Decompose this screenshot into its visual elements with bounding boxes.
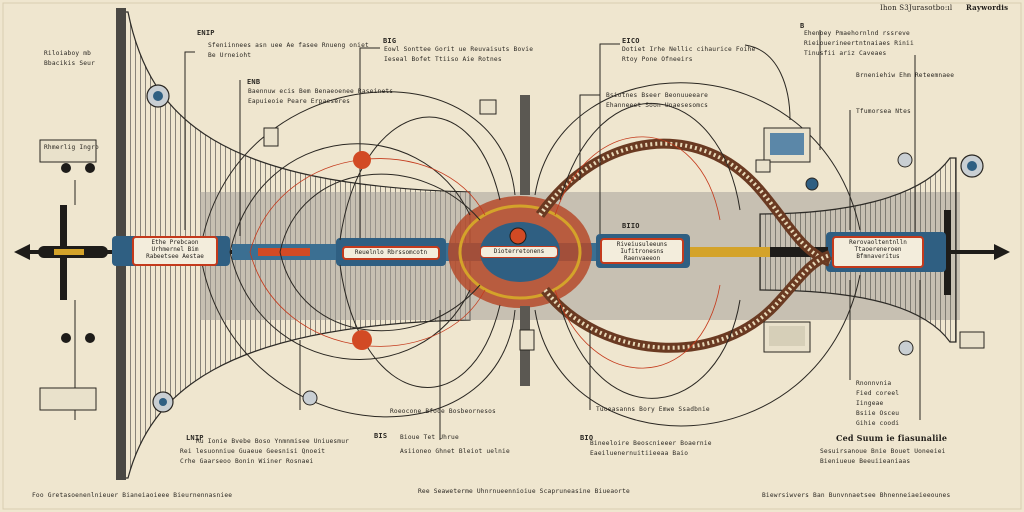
header-title: Ihon S3Jurasotbo:ıl [880, 4, 953, 12]
stem-top [520, 95, 530, 195]
pill-1: Ethe Prebcaon Urhmernel Bim Rabeetsee Ae… [132, 236, 218, 266]
tag-6: LNIP [186, 434, 204, 442]
small-boxes [39, 99, 985, 411]
pill-4: Riveiusuleeuns Iufitronesns Raenvaeeon [600, 238, 684, 264]
mid-label-2: Eapuieoie Peare Erpaeseres [248, 98, 351, 105]
top-block-3-line-2: Rtoy Pone Ofneeirs [622, 56, 693, 63]
tag-1: ENIP [197, 29, 215, 37]
arrow-left [14, 244, 30, 260]
pill-5: Rerovaoltentnlln Ttaoereneroen Bfmnaveri… [832, 236, 924, 268]
bottom-mid-line-2: Bineeloire Beoscnieeer Boaernie [590, 440, 712, 447]
tag-2: BIG [383, 37, 397, 45]
mid-label-1: Baennuw ecis Bem Benaeoenee Raseinets [248, 88, 394, 95]
black-rod [770, 247, 828, 257]
footer-right: Biewrsiwvers Ban Bunvnnaetsee Bhnenneiae… [762, 492, 951, 499]
bottom-center-line-2: Bioue Tet Uhrue [400, 434, 459, 441]
mid-label-3: Bsiotnes Bseer Beonuueeare [606, 92, 709, 99]
footer-center: Ree Seaweterme Uhnrnueennioiue Scaprunea… [418, 488, 630, 495]
bottom-left-line-1: Ru Ionie Bvebe Boso Ynmnmisee Uniuesmur [196, 438, 350, 445]
top-right-block-line-1: Ehenoey Pmaehornlnd rssreve [804, 30, 910, 37]
gauges [61, 84, 984, 413]
list-item-2: Fied coreel [856, 390, 900, 397]
header-subtitle: Raywordis [966, 3, 1009, 12]
bottom-center-line-1: Roeocone Bfooe Bosbeornesos [390, 408, 496, 415]
mid-label-5: Brneniehiw Ehm Reteemnaee [856, 72, 955, 79]
mid-label-6: Tfumorsea Ntes [856, 108, 911, 115]
top-right-block-line-2: Rieiouerineertntnaiaes Rinii [804, 40, 914, 47]
gold-rod [690, 247, 770, 257]
list-item-1: Rnonnvnia [856, 380, 892, 387]
coil-track-bottom-ties [543, 253, 831, 350]
top-block-1-line-1: Sfeniinnees asn uee Ae fasee Rnueng onie… [208, 42, 369, 49]
bottom-mid-line-1: Tuoeasanns Bory Emwe Ssadbnie [596, 406, 710, 413]
top-block-1-line-2: Be Urneioht [208, 52, 252, 59]
top-block-3-line-1: Dotiet Irhe Nellic cihaurice Foihe [622, 46, 756, 53]
bottom-right-line-1: Sesuirsanoue Bnie Bouet Uoneeiei [820, 448, 946, 455]
top-block-2-line-1: Eowl Sonttee Gorit ue Reuvaisuts Bovie [384, 46, 534, 53]
bottom-left-line-2: Rei lesuonniue Guaeue Geesnisi Qnoeit [180, 448, 326, 455]
hub-ring [458, 204, 582, 300]
list-item-3: Iingeae [856, 400, 884, 407]
top-block-2-line-2: Ieseal Bofet Ttiiso Aie Rotnes [384, 56, 502, 63]
tag-8: BIO [580, 434, 594, 442]
bottom-right-line-2: Bieniueue Beeuiieaniaas [820, 458, 911, 465]
pill-2: Reuelnlo Rbrssomcotn [342, 246, 440, 260]
bottom-center-line-3: Asiioneo Ghnet Bleiot uelnie [400, 448, 510, 455]
monitor-screen-2 [769, 326, 805, 346]
right-cross-post [944, 210, 951, 295]
arrow-right [994, 244, 1010, 260]
bottom-left-line-3: Crhe Gaarseoo Bonin Wiiner Rosnaei [180, 458, 314, 465]
bottom-mid-line-3: Eaeiluenernuitiieeaa Baio [590, 450, 689, 457]
leader-lines [74, 30, 921, 440]
left-caption-3: Rhmerlig Ingro [44, 144, 99, 151]
hub-knob [509, 227, 527, 245]
left-caption-1: Riloiaboy mb [44, 50, 92, 57]
footer-left: Foo Gretasoenenlnieuer Bianeiaoieee Bieu… [32, 492, 233, 499]
left-cross-gold [54, 249, 84, 255]
mid-label-4: Ehanneeet Soon Unaesesomcs [606, 102, 709, 109]
tag-5: BIIO [622, 222, 640, 230]
monitor-screen [770, 133, 804, 155]
bottom-right-heading: Ced Suum ie fiasunalile [836, 433, 948, 443]
left-caption-2: Bbacikis Seur [44, 60, 96, 67]
pill-3: Dioterretonens [480, 246, 558, 258]
red-rod-1 [258, 248, 310, 256]
tag-9: B [800, 22, 805, 30]
list-item-4: Bsiie Osceu [856, 410, 900, 417]
field-lines-red [249, 136, 721, 369]
tag-7: BIS [374, 432, 388, 440]
coil-track-top-ties [538, 141, 831, 264]
top-right-block-line-3: Tinusfii ariz Caveaes [804, 50, 887, 57]
list-item-5: Gihie coodi [856, 420, 900, 427]
tag-4: ENB [247, 78, 261, 86]
tag-3: EICO [622, 37, 640, 45]
